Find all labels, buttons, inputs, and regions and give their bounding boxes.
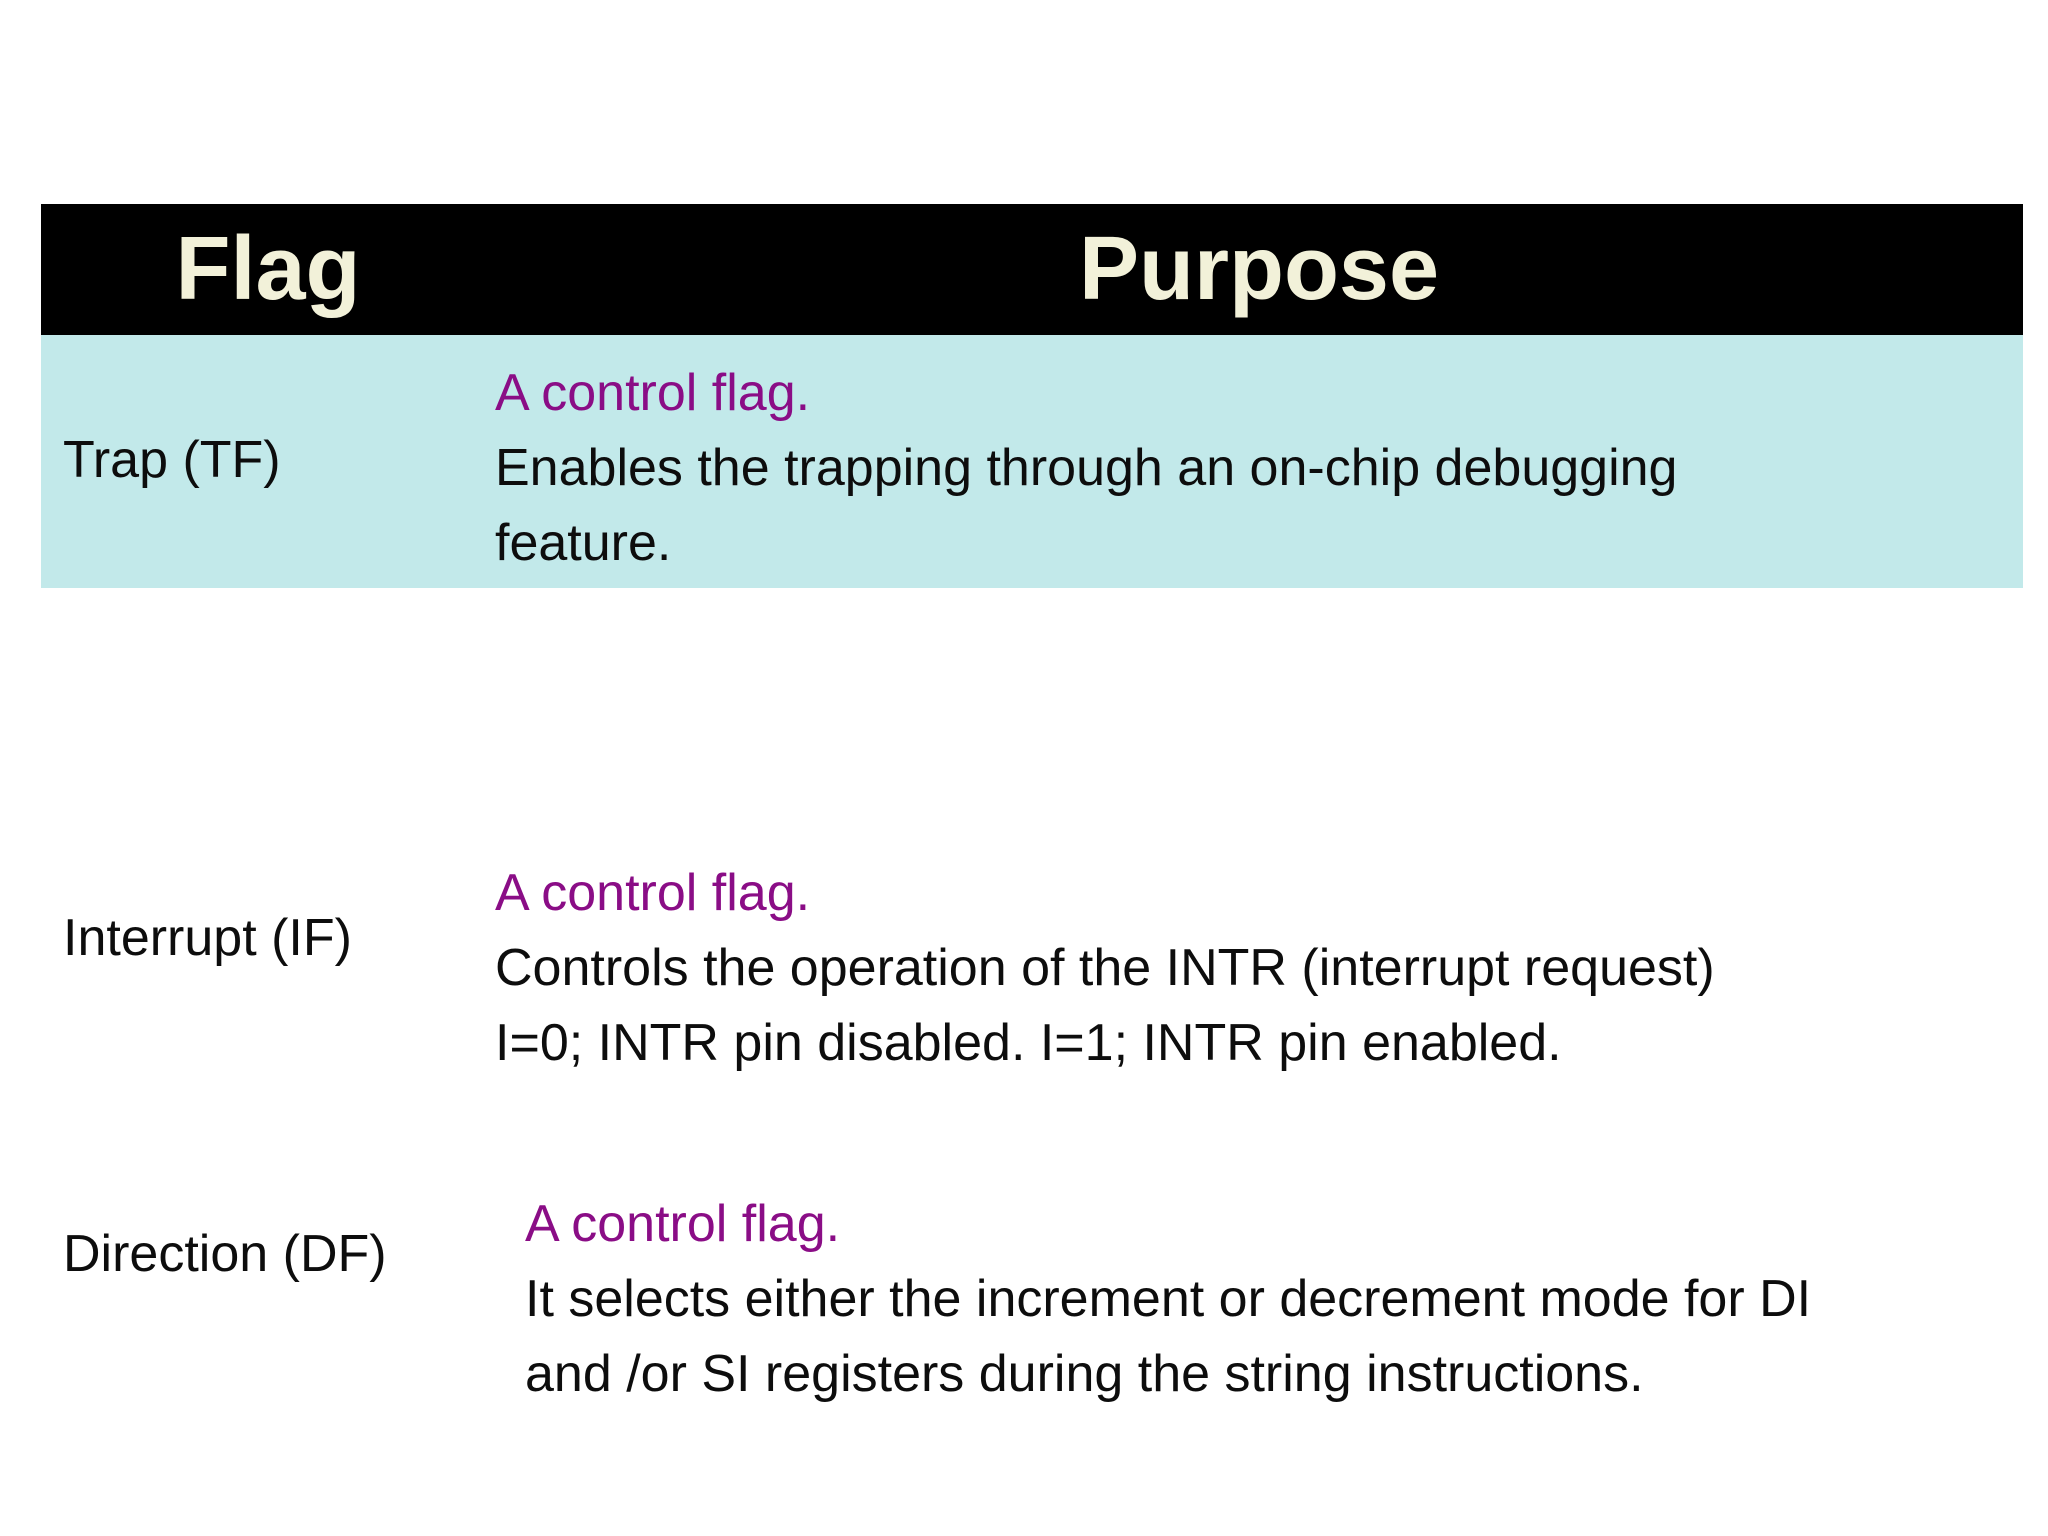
flags-table: Flag Purpose Trap (TF) A control flag. E… <box>41 204 2023 1412</box>
table-row-direction: Direction (DF) A control flag. It select… <box>41 1165 2023 1412</box>
purpose-cell-trap: A control flag. Enables the trapping thr… <box>495 356 2023 588</box>
control-flag-tag-trap: A control flag. <box>495 364 811 422</box>
table-row-interrupt: Interrupt (IF) A control flag. Controls … <box>41 830 2023 1090</box>
table-header-row: Flag Purpose <box>41 204 2023 335</box>
header-cell-purpose: Purpose <box>1078 219 1440 319</box>
purpose-line: Enables the trapping through an on-chip … <box>495 439 1678 497</box>
purpose-line: It selects either the increment or decre… <box>525 1270 1812 1328</box>
purpose-cell-direction: A control flag. It selects either the in… <box>495 1187 2023 1412</box>
flag-name-direction: Direction (DF) <box>63 1225 387 1283</box>
flag-cell-interrupt: Interrupt (IF) <box>41 856 495 1090</box>
row-gap <box>41 1090 2023 1165</box>
flag-cell-trap: Trap (TF) <box>41 356 495 588</box>
purpose-line: I=0; INTR pin disabled. I=1; INTR pin en… <box>495 1014 1562 1072</box>
table-row-trap: Trap (TF) A control flag. Enables the tr… <box>41 335 2023 588</box>
flag-name-interrupt: Interrupt (IF) <box>63 909 352 967</box>
control-flag-tag-direction: A control flag. <box>525 1195 841 1253</box>
control-flag-tag-interrupt: A control flag. <box>495 864 811 922</box>
flag-cell-direction: Direction (DF) <box>41 1187 495 1412</box>
purpose-line: and /or SI registers during the string i… <box>525 1345 1644 1403</box>
header-cell-flag: Flag <box>175 219 361 319</box>
purpose-line: Controls the operation of the INTR (inte… <box>495 939 1715 997</box>
flag-name-trap: Trap (TF) <box>63 431 281 489</box>
purpose-line: feature. <box>495 514 672 572</box>
row-gap <box>41 588 2023 830</box>
purpose-cell-interrupt: A control flag. Controls the operation o… <box>495 856 2023 1090</box>
